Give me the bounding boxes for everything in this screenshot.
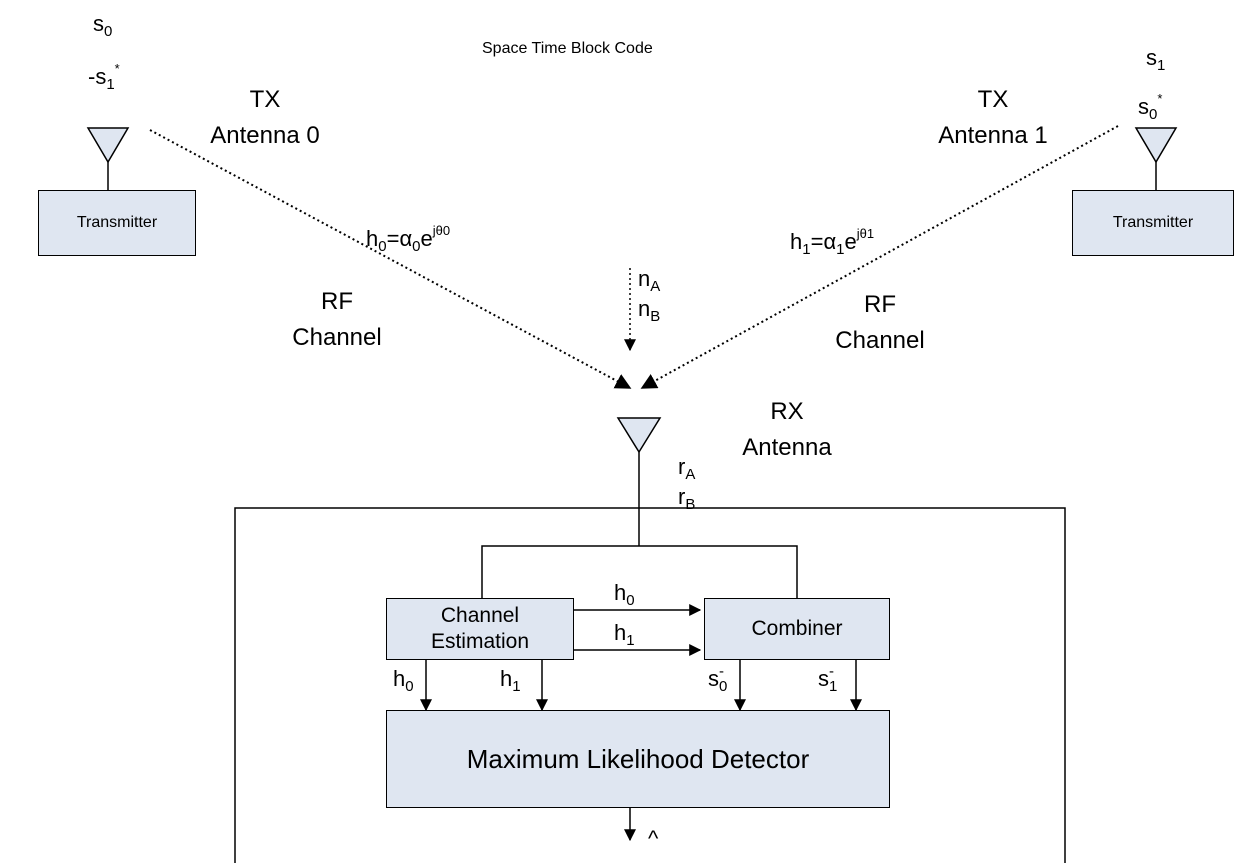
tx1-symbol-bottom: s0* bbox=[1138, 91, 1163, 123]
tx0-transmitter-box: Transmitter bbox=[38, 190, 196, 256]
rx-antenna-label: RX Antenna bbox=[742, 398, 832, 461]
diagram-title: Space Time Block Code bbox=[482, 40, 653, 57]
tx0-antenna-label: TX Antenna 0 bbox=[210, 86, 320, 149]
output-estimate-label: ^ bbox=[648, 826, 659, 851]
rx-antenna-icon bbox=[616, 417, 662, 546]
rf-path-0 bbox=[149, 129, 632, 389]
s0-estimate-label: s-0 bbox=[708, 663, 728, 695]
h1-down-label: h1 bbox=[500, 666, 521, 695]
noise-label: nA nB bbox=[638, 266, 661, 326]
tx0-symbol-top: s0 bbox=[93, 11, 113, 40]
h0-down-label: h0 bbox=[393, 666, 414, 695]
channel-estimation-block: Channel Estimation bbox=[386, 598, 574, 660]
split-wire bbox=[481, 545, 798, 598]
receiver-frame bbox=[234, 507, 1066, 863]
combiner-block: Combiner bbox=[704, 598, 890, 660]
received-signals-label: rA rB bbox=[678, 454, 696, 514]
tx0-antenna-icon bbox=[86, 127, 130, 190]
tx0-symbol-bottom: -s1* bbox=[88, 61, 120, 93]
ml-detector-block: Maximum Likelihood Detector bbox=[386, 710, 890, 808]
rf-path-1 bbox=[640, 125, 1119, 389]
rf-channel-1-label: RF Channel bbox=[835, 291, 925, 354]
tx1-symbol-top: s1 bbox=[1146, 45, 1166, 74]
h0-link-label: h0 bbox=[614, 580, 635, 609]
s1-estimate-label: s-1 bbox=[818, 663, 838, 695]
tx1-transmitter-box: Transmitter bbox=[1072, 190, 1234, 256]
h0-channel-coefficient: h0=α0ejθ0 bbox=[366, 223, 451, 255]
rf-channel-0-label: RF Channel bbox=[292, 288, 382, 351]
tx1-antenna-label: TX Antenna 1 bbox=[938, 86, 1048, 149]
tx1-antenna-icon bbox=[1134, 127, 1178, 190]
h1-channel-coefficient: h1=α1ejθ1 bbox=[790, 226, 875, 258]
h1-link-label: h1 bbox=[614, 620, 635, 649]
